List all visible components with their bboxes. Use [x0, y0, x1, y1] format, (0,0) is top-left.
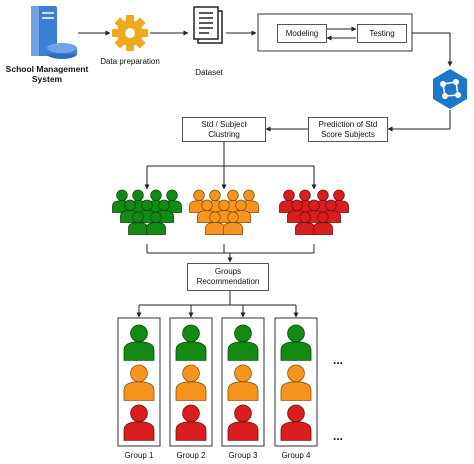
group-2-red-person-icon — [175, 404, 207, 441]
green-cluster-person-icon-7 — [128, 211, 148, 235]
more-groups-ellipsis: ... — [332, 353, 343, 367]
green-cluster-person-icon-8 — [146, 211, 166, 235]
arrow-model-to-brain — [412, 32, 453, 67]
orange-cluster-person-icon-8 — [223, 211, 243, 235]
orange-cluster-person-icon-7 — [205, 211, 225, 235]
more-groups-ellipsis-bottom: ... — [332, 429, 343, 443]
testing-box: Testing — [357, 24, 407, 43]
group-4-green-person-icon — [280, 324, 312, 361]
arrow-brain-to-prediction — [387, 110, 451, 132]
testing-label: Testing — [369, 28, 395, 38]
group-1-frame — [117, 317, 161, 447]
group-4-label: Group 4 — [281, 451, 311, 460]
dataset-label: Dataset — [195, 68, 223, 77]
gear-icon — [112, 15, 148, 51]
red-cluster-person-icon-7 — [295, 211, 315, 235]
group-2-orange-person-icon — [175, 364, 207, 401]
group-1-orange-person-icon — [123, 364, 155, 401]
modeling-label: Modeling — [285, 28, 319, 38]
brain-ai-icon — [433, 69, 467, 109]
group-3-frame — [221, 317, 265, 447]
group-3-green-person-icon — [227, 324, 259, 361]
server-database-icon — [31, 6, 77, 59]
group-2-frame — [169, 317, 213, 447]
group-3-label: Group 3 — [228, 451, 258, 460]
group-2-label: Group 2 — [176, 451, 206, 460]
red-cluster-person-icon-8 — [313, 211, 333, 235]
group-1-green-person-icon — [123, 324, 155, 361]
group-4-red-person-icon — [280, 404, 312, 441]
modeling-box: Modeling — [277, 24, 327, 43]
dataset-document-icon — [193, 6, 223, 44]
group-3-orange-person-icon — [227, 364, 259, 401]
group-1-label: Group 1 — [124, 451, 154, 460]
group-2-green-person-icon — [175, 324, 207, 361]
group-4-frame — [274, 317, 318, 447]
group-4-orange-person-icon — [280, 364, 312, 401]
source-title: School Management System — [5, 64, 89, 84]
data-preparation-label: Data preparation — [100, 57, 160, 66]
group-3-red-person-icon — [227, 404, 259, 441]
group-1-red-person-icon — [123, 404, 155, 441]
